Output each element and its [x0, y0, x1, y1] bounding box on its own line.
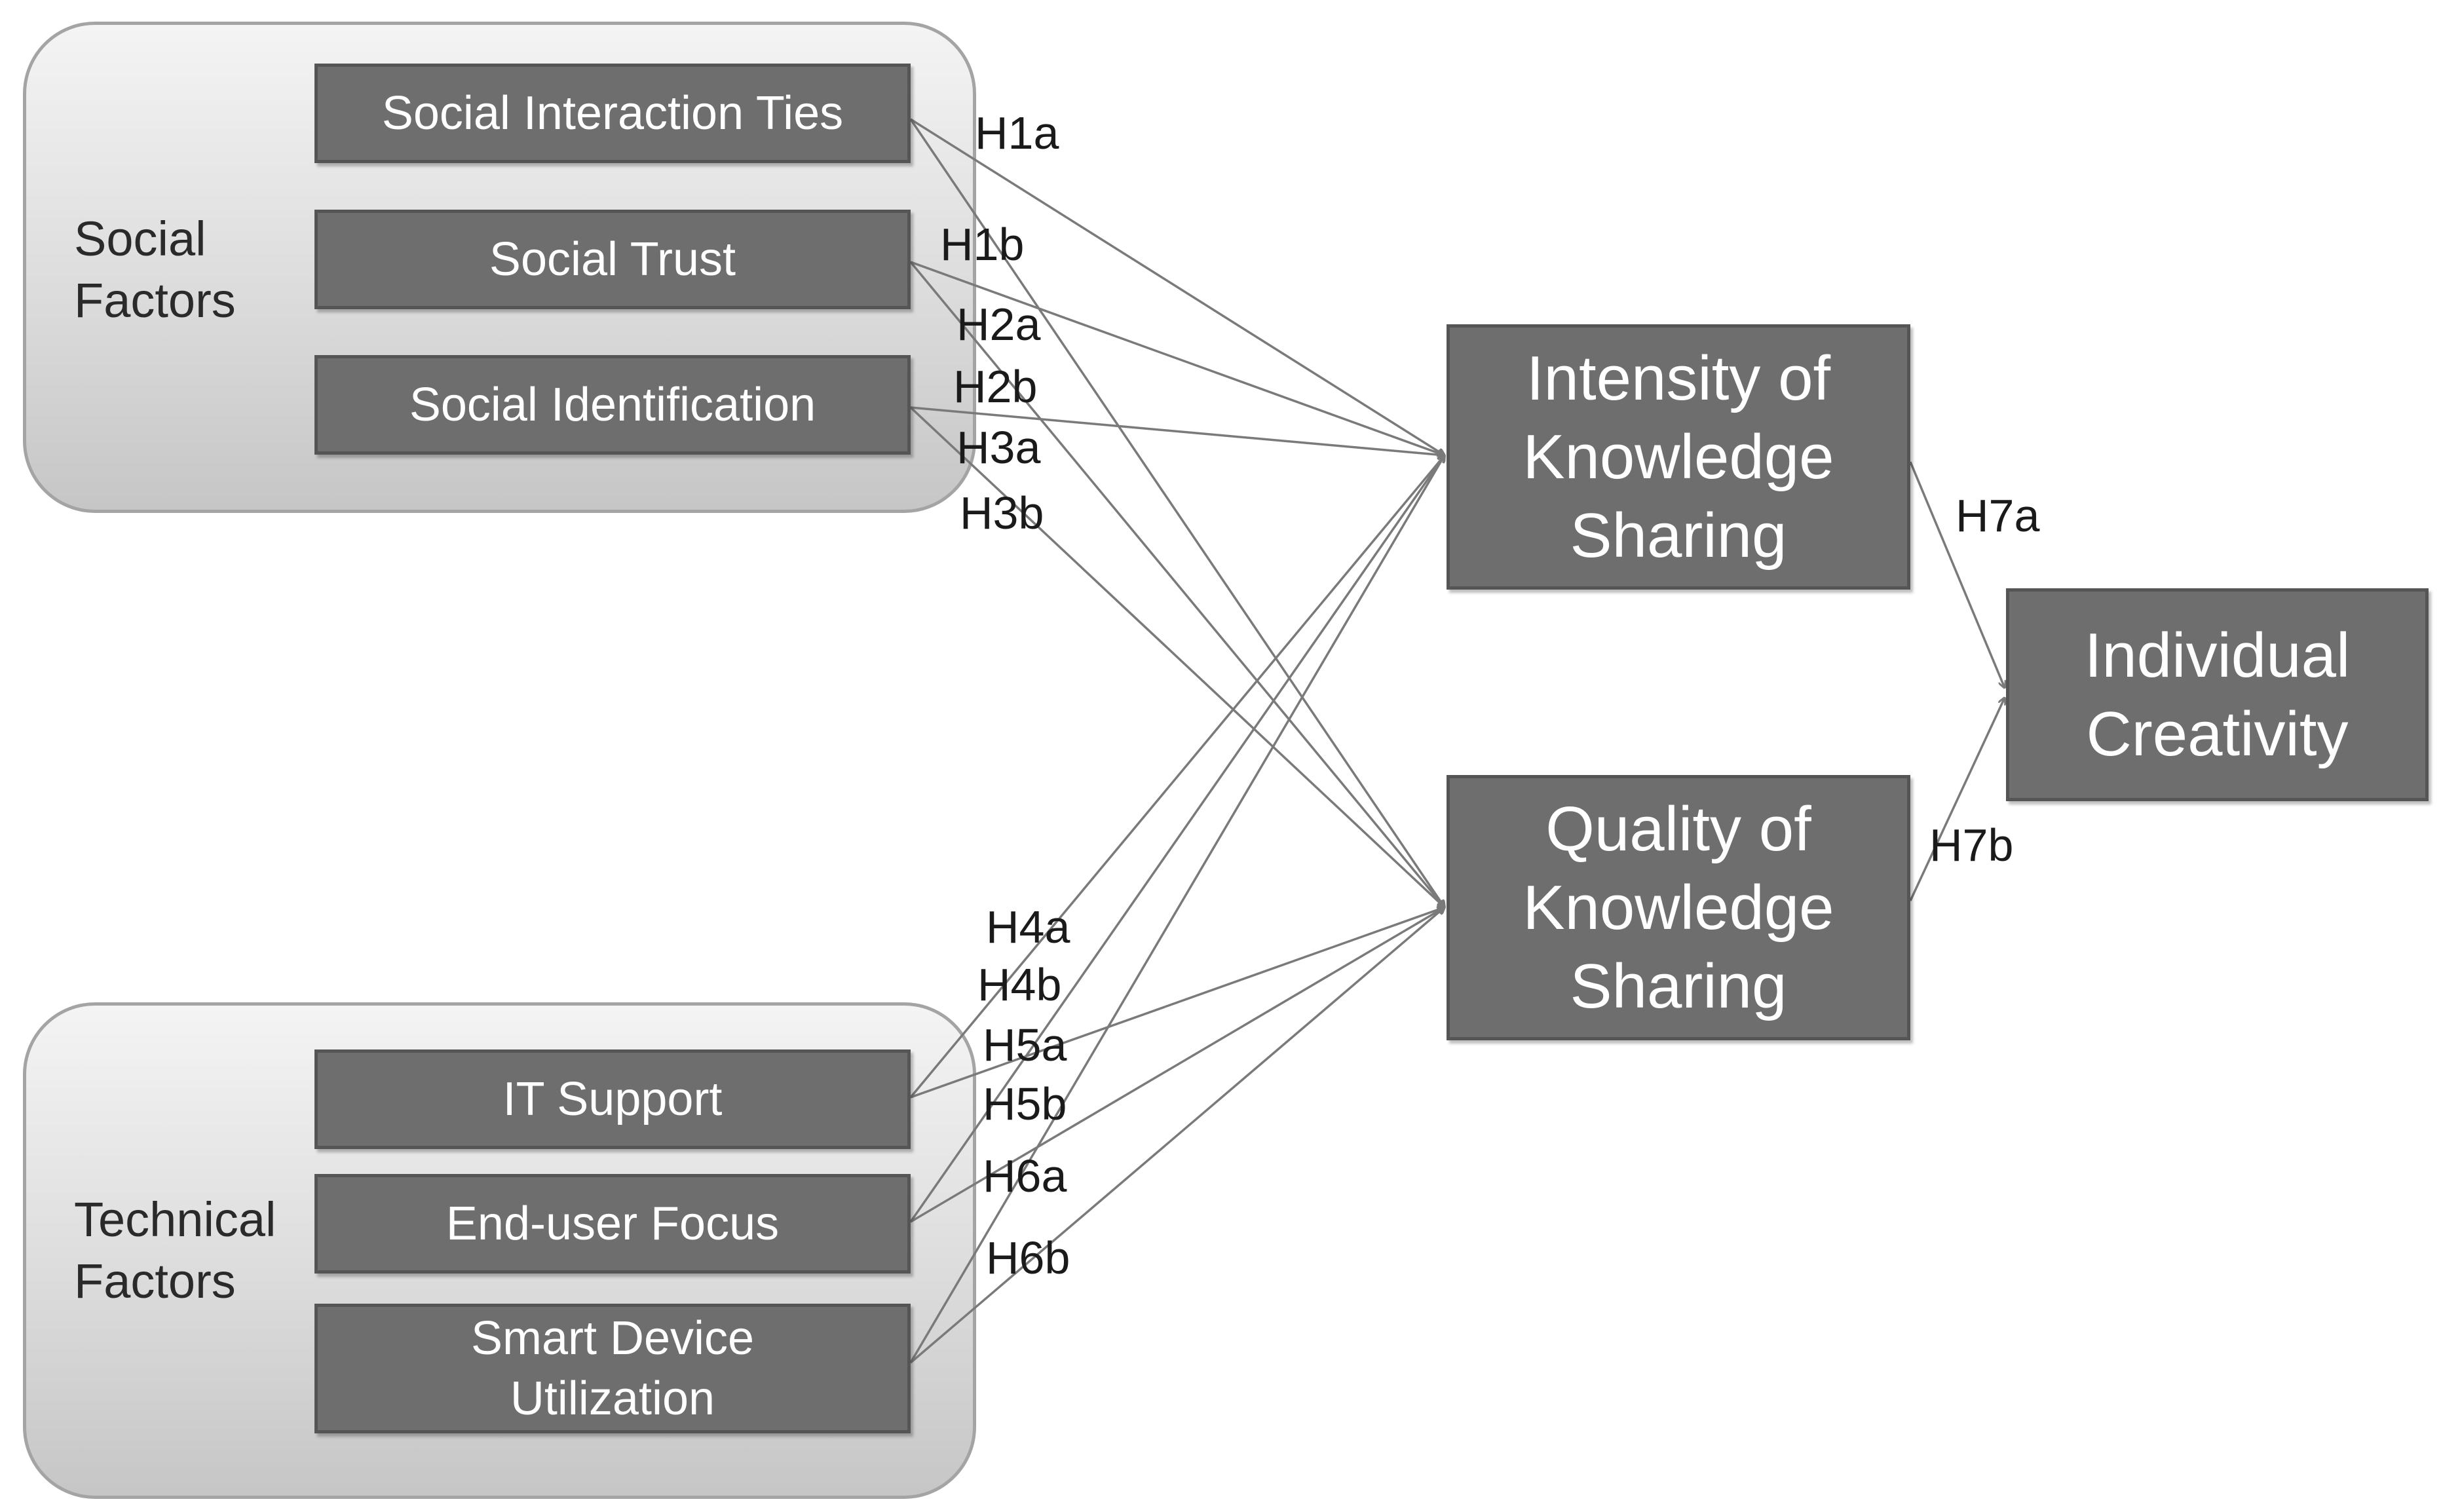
social-interaction-ties-box: Social Interaction Ties: [314, 64, 911, 163]
hypothesis-label-h6a: H6a: [983, 1150, 1067, 1201]
intensity-of-knowledge-sharing-box: Intensity of Knowledge Sharing: [1447, 324, 1910, 590]
hypothesis-label-h6b: H6b: [986, 1232, 1070, 1283]
hypothesis-label-h4b: H4b: [977, 959, 1062, 1010]
hypothesis-label-h1b: H1b: [940, 219, 1025, 270]
social-identification-box: Social Identification: [314, 355, 911, 455]
social-factors-label: Social Factors: [74, 212, 236, 328]
social-trust-box: Social Trust: [314, 210, 911, 309]
hypothesis-label-h4a: H4a: [986, 901, 1070, 953]
end-user-focus-box: End-user Focus: [314, 1174, 911, 1274]
smart-device-utilization-box: Smart Device Utilization: [314, 1304, 911, 1433]
hypothesis-label-h1a: H1a: [975, 107, 1059, 159]
hypothesis-label-h3b: H3b: [960, 487, 1044, 539]
technical-factors-label: Technical Factors: [74, 1192, 276, 1308]
quality-of-knowledge-sharing-box: Quality of Knowledge Sharing: [1447, 775, 1910, 1040]
it-support-box: IT Support: [314, 1049, 911, 1149]
hypothesis-label-h2b: H2b: [953, 361, 1038, 412]
hypothesis-label-h2a: H2a: [956, 299, 1041, 350]
edge-h3b: [909, 406, 1445, 907]
hypothesis-label-h5b: H5b: [983, 1078, 1067, 1129]
hypothesis-label-h7b: H7b: [1929, 820, 2014, 871]
hypothesis-label-h7a: H7a: [1956, 490, 2040, 541]
edge-h2b: [909, 261, 1445, 907]
hypothesis-label-h3a: H3a: [956, 422, 1041, 473]
individual-creativity-box: Individual Creativity: [2006, 588, 2429, 801]
hypothesis-label-h5a: H5a: [983, 1019, 1067, 1070]
